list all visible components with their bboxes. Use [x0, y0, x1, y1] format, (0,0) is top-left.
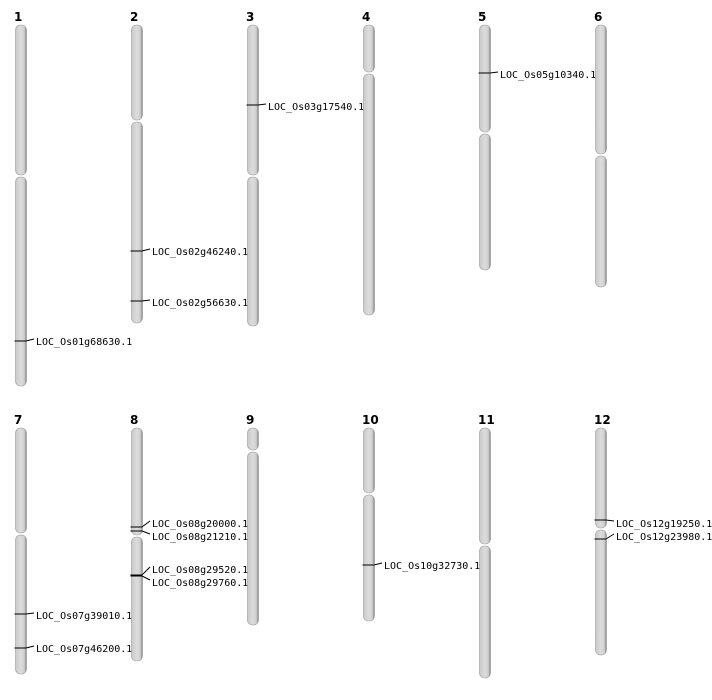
chromosome-arm-p[interactable] [363, 24, 375, 73]
gene-connector [141, 299, 151, 302]
chromosome-label: 6 [594, 10, 602, 24]
gene-connector [489, 71, 499, 74]
chromosome-label: 4 [362, 10, 370, 24]
gene-label[interactable]: LOC_Os08g20000.1 [152, 519, 248, 530]
gene-label[interactable]: LOC_Os08g21210.1 [152, 532, 248, 543]
chromosome-arm-q[interactable] [479, 545, 491, 679]
chromosome-label: 7 [14, 413, 22, 427]
chromosome-arm-p[interactable] [595, 24, 607, 155]
chromosome-label: 9 [246, 413, 254, 427]
chromosome-arm-p[interactable] [479, 427, 491, 545]
chromosome-label: 11 [478, 413, 495, 427]
chromosome-label: 8 [130, 413, 138, 427]
chromosome-arm-p[interactable] [131, 427, 143, 536]
chromosome-arm-p[interactable] [479, 24, 491, 133]
chromosome-arm-p[interactable] [363, 427, 375, 494]
chromosome-label: 2 [130, 10, 138, 24]
gene-label[interactable]: LOC_Os12g19250.1 [616, 519, 712, 530]
chromosome-arm-q[interactable] [15, 176, 27, 387]
chromosome-arm-q[interactable] [15, 534, 27, 675]
chromosome-arm-p[interactable] [131, 24, 143, 121]
gene-connector [141, 566, 151, 576]
gene-connector [141, 575, 151, 581]
chromosome-arm-q[interactable] [479, 133, 491, 271]
gene-label[interactable]: LOC_Os01g68630.1 [36, 337, 132, 348]
chromosome-arm-q[interactable] [363, 73, 375, 316]
gene-label[interactable]: LOC_Os08g29760.1 [152, 578, 248, 589]
chromosome-arm-p[interactable] [247, 24, 259, 176]
chromosome-label: 10 [362, 413, 379, 427]
gene-connector [25, 612, 35, 615]
gene-label[interactable]: LOC_Os03g17540.1 [268, 102, 364, 113]
chromosome-label: 12 [594, 413, 611, 427]
chromosome-arm-q[interactable] [247, 176, 259, 327]
gene-label[interactable]: LOC_Os07g46200.1 [36, 644, 132, 655]
chromosome-label: 5 [478, 10, 486, 24]
chromosome-arm-q[interactable] [131, 121, 143, 324]
chromosome-arm-p[interactable] [247, 427, 259, 451]
gene-label[interactable]: LOC_Os12g23980.1 [616, 532, 712, 543]
chromosome-arm-q[interactable] [363, 494, 375, 622]
chromosome-arm-p[interactable] [595, 427, 607, 529]
gene-label[interactable]: LOC_Os08g29520.1 [152, 565, 248, 576]
gene-label[interactable]: LOC_Os10g32730.1 [384, 561, 480, 572]
gene-connector [605, 519, 615, 522]
gene-connector [141, 248, 151, 252]
chromosome-arm-q[interactable] [247, 451, 259, 626]
chromosome-arm-p[interactable] [15, 427, 27, 534]
chromosome-label: 1 [14, 10, 22, 24]
gene-connector [25, 338, 35, 342]
gene-connector [141, 520, 151, 528]
chromosome-arm-q[interactable] [595, 155, 607, 288]
gene-connector [373, 562, 383, 566]
chromosome-arm-p[interactable] [15, 24, 27, 176]
gene-label[interactable]: LOC_Os07g39010.1 [36, 611, 132, 622]
gene-label[interactable]: LOC_Os02g56630.1 [152, 298, 248, 309]
gene-connector [605, 533, 615, 540]
gene-label[interactable]: LOC_Os05g10340.1 [500, 70, 596, 81]
chromosome-arm-q[interactable] [131, 536, 143, 662]
gene-label[interactable]: LOC_Os02g46240.1 [152, 247, 248, 258]
gene-connector [25, 645, 35, 649]
chromosome-arm-q[interactable] [595, 529, 607, 656]
chromosome-label: 3 [246, 10, 254, 24]
gene-connector [257, 103, 267, 106]
gene-connector [141, 530, 151, 535]
